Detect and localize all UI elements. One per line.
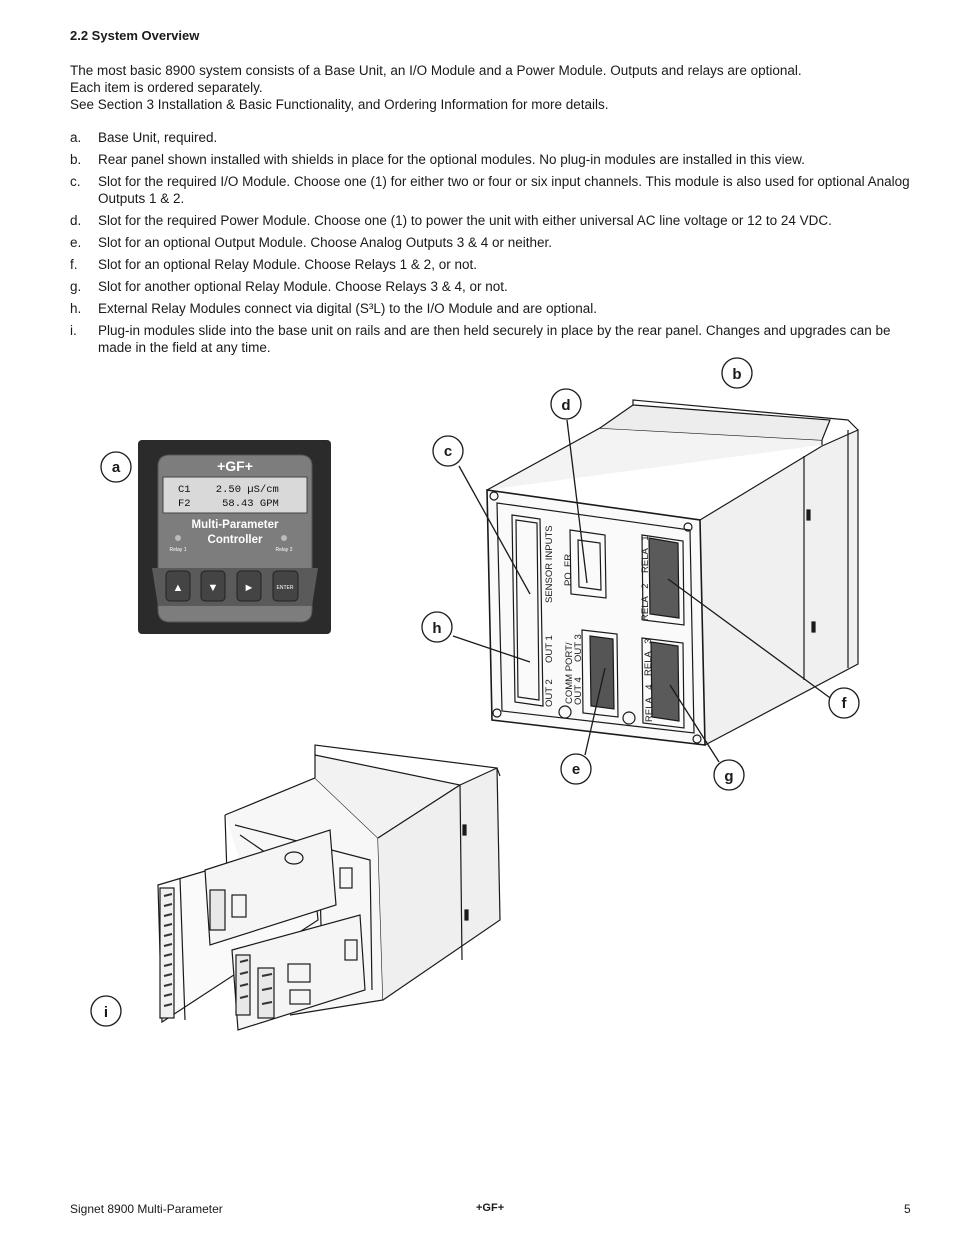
list-letter: b. — [70, 152, 82, 167]
out-3-label: OUT 3 — [573, 634, 584, 662]
footer-logo: +GF+ — [476, 1202, 505, 1214]
section-heading: 2.2 System Overview — [70, 28, 200, 43]
sensor-inputs-label: SENSOR INPUTS — [544, 525, 555, 603]
list-text: Slot for another optional Relay Module. … — [98, 279, 508, 294]
intro-line-3: See Section 3 Installation & Basic Funct… — [70, 97, 609, 112]
relay-4-panel-label: RELA 4 — [644, 685, 655, 723]
relay-1-panel-label: RELA 1 — [640, 536, 651, 574]
callout-i: i — [104, 1004, 108, 1021]
display-line-1: C1 2.50 µS/cm — [178, 484, 279, 496]
callout-b: b — [732, 366, 741, 383]
list-letter: h. — [70, 301, 82, 316]
callout-f: f — [842, 695, 848, 712]
list-text: Slot for an optional Relay Module. Choos… — [98, 257, 477, 272]
callouts: a b c d e f g h i — [90, 357, 860, 1027]
enter-key — [272, 570, 299, 602]
callout-b-circle — [721, 357, 753, 389]
list-letter: e. — [70, 235, 82, 250]
list-item: i. Plug-in modules slide into the base un… — [70, 322, 915, 356]
list-item: e. Slot for an optional Output Module. Ch… — [70, 234, 915, 251]
list-text: Slot for the required I/O Module. Choose… — [98, 174, 910, 206]
list-item: c. Slot for the required I/O Module. Choo… — [70, 173, 915, 207]
list-item: b. Rear panel shown installed with shield… — [70, 151, 915, 168]
down-arrow-icon: ▼ — [208, 582, 219, 594]
page-number: 5 — [904, 1202, 911, 1216]
relay-3-panel-label: RELA 3 — [643, 639, 654, 677]
relay-2-led — [281, 535, 287, 541]
rear-panel-labels: SENSOR INPUTS PO ER OUT 1 OUT 2 COMM POR… — [544, 525, 655, 722]
list-text: Slot for the required Power Module. Choo… — [98, 213, 832, 228]
callout-d: d — [561, 397, 570, 414]
relay-2-label: Relay 2 — [276, 547, 293, 553]
display-line-2: F2 58.43 GPM — [178, 498, 279, 510]
list-item: g. Slot for another optional Relay Module… — [70, 278, 915, 295]
list-text: Rear panel shown installed with shields … — [98, 152, 805, 167]
list-item: h. External Relay Modules connect via dig… — [70, 300, 915, 317]
right-key — [236, 570, 262, 602]
list-letter: a. — [70, 130, 82, 145]
power-label: PO ER — [563, 554, 574, 586]
list-letter: f. — [70, 257, 78, 272]
controller-logo: +GF+ — [217, 458, 253, 474]
list-letter: g. — [70, 279, 82, 294]
list-text: Slot for an optional Output Module. Choo… — [98, 235, 553, 250]
intro-line-2: Each item is ordered separately. — [70, 80, 263, 95]
callout-i-circle — [90, 995, 122, 1027]
component-list: a. Base Unit, required. b. Rear panel show… — [70, 129, 915, 361]
controller-name-line-1: Multi-Parameter — [192, 519, 279, 531]
callout-g-circle — [713, 759, 745, 791]
callout-leaders — [452, 419, 834, 763]
list-item: a. Base Unit, required. — [70, 129, 915, 146]
list-letter: i. — [70, 323, 77, 338]
relay-1-label: Relay 1 — [170, 547, 187, 553]
callout-h-circle — [421, 611, 453, 643]
list-text: External Relay Modules connect via digit… — [98, 301, 598, 316]
rear-panel-view — [486, 399, 859, 746]
list-text: Plug-in modules slide into the base unit… — [98, 323, 891, 355]
enter-key-label: ENTER — [277, 585, 294, 591]
callout-a-circle — [100, 451, 132, 483]
out-4-label: OUT 4 — [573, 677, 584, 705]
footer-product: Signet 8900 Multi-Parameter — [70, 1202, 223, 1216]
callout-d-circle — [550, 388, 582, 420]
up-key — [165, 570, 191, 602]
intro-line-1: The most basic 8900 system consists of a… — [70, 63, 802, 78]
controller-front: +GF+ C1 2.50 µS/cm F2 58.43 GPM Multi-Pa… — [138, 440, 331, 634]
callout-a: a — [112, 459, 121, 476]
callout-e-circle — [560, 753, 592, 785]
exploded-module-view — [157, 744, 501, 1031]
callout-h: h — [432, 620, 441, 637]
list-letter: d. — [70, 213, 82, 228]
callout-f-circle — [828, 687, 860, 719]
controller-name-line-2: Controller — [208, 534, 263, 546]
list-letter: c. — [70, 174, 81, 189]
out-1-label: OUT 1 — [544, 635, 555, 663]
out-2-label: OUT 2 — [544, 679, 555, 707]
system-overview-figure: +GF+ C1 2.50 µS/cm F2 58.43 GPM Multi-Pa… — [90, 357, 860, 1031]
intro-paragraph: The most basic 8900 system consists of a… — [70, 62, 910, 113]
right-arrow-icon: ► — [244, 582, 255, 594]
relay-1-led — [175, 535, 181, 541]
list-item: d. Slot for the required Power Module. Ch… — [70, 212, 915, 229]
relay-2-panel-label: RELA 2 — [640, 584, 651, 622]
list-item: f. Slot for an optional Relay Module. Cho… — [70, 256, 915, 273]
callout-e: e — [572, 761, 580, 778]
up-arrow-icon: ▲ — [173, 582, 184, 594]
callout-g: g — [724, 768, 733, 785]
callout-c: c — [444, 443, 452, 460]
callout-c-circle — [432, 435, 464, 467]
comm-port-label: COMM PORT/ — [564, 642, 575, 704]
list-text: Base Unit, required. — [98, 130, 218, 145]
down-key — [200, 570, 226, 602]
